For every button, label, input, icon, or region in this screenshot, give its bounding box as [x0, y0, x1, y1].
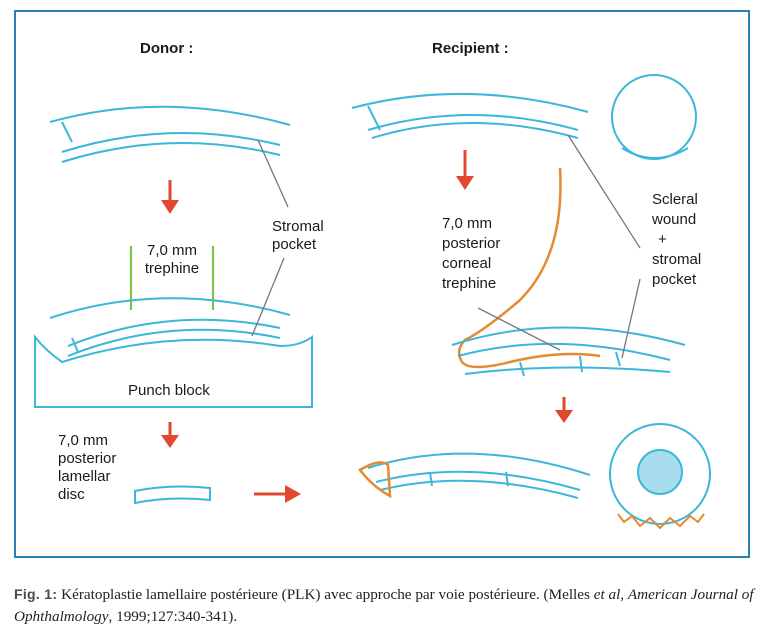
punch-block-label: Punch block [128, 382, 210, 399]
disc-label-line2: posterior [58, 450, 117, 467]
donor-cornea-block [49, 297, 291, 357]
donor-heading: Donor : [140, 40, 194, 57]
scleral-label-line2: wound [652, 211, 697, 228]
recipient-eye-top [611, 74, 697, 160]
recipient-cornea-final [367, 452, 591, 499]
recipient-cornea-pocket [451, 326, 686, 377]
stromal-pocket-label: Stromal pocket [272, 218, 324, 254]
scleral-label: Scleral wound + stromal pocket [652, 190, 701, 290]
stromal-pointer [251, 139, 289, 337]
caption-fig-label: Fig. 1: [14, 586, 58, 602]
recipient-pointers [477, 134, 641, 359]
scleral-label-line3: + [658, 231, 667, 248]
corneal-trephine-instrument [457, 167, 601, 369]
punch-block [34, 334, 313, 408]
scleral-label-line5: pocket [652, 271, 697, 288]
corneal-label-line1: 7,0 mm [442, 215, 493, 232]
caption-ref: , 1999;127:340-341). [108, 608, 238, 625]
caption-text: Kératoplastie lamellaire postérieure (PL… [57, 586, 594, 603]
donor-cornea [49, 105, 291, 163]
stromal-label-line1: Stromal [272, 218, 324, 235]
arrow-recipient-1 [456, 150, 474, 190]
recipient-cornea [351, 93, 589, 139]
disc-label-line3: lamellar [58, 468, 111, 485]
recipient-eye-final [609, 423, 711, 530]
scleral-label-line1: Scleral [652, 191, 698, 208]
caption-etal: et al, [593, 586, 625, 603]
disc-label: 7,0 mm posterior lamellar disc [58, 432, 116, 504]
disc-label-line4: disc [58, 486, 85, 503]
caption-journal: American Journal of Ophthalmology [14, 586, 754, 625]
arrow-recipient-2 [555, 397, 573, 423]
trephine-label-line1: 7,0 mm [146, 242, 197, 259]
disc-label-line1: 7,0 mm [58, 432, 109, 449]
trephine-label-line2: trephine [144, 260, 200, 277]
scleral-label-line4: stromal [652, 251, 702, 268]
figure-caption: Fig. 1: Kératoplastie lamellaire postéri… [14, 583, 758, 628]
arrow-donor-2 [161, 422, 179, 448]
corneal-label-line3: corneal [442, 255, 492, 272]
corneal-trephine-label: 7,0 mm posterior corneal trephine [442, 214, 500, 294]
corneal-label-line4: trephine [442, 275, 497, 292]
corneal-label-line2: posterior [442, 235, 501, 252]
recipient-heading: Recipient : [432, 40, 509, 57]
arrow-right [254, 485, 301, 503]
final-suture [358, 461, 392, 499]
lamellar-disc [134, 485, 211, 505]
trephine-label: 7,0 mm trephine [132, 242, 212, 278]
stromal-label-line2: pocket [272, 236, 317, 253]
arrow-donor-1 [161, 180, 179, 214]
